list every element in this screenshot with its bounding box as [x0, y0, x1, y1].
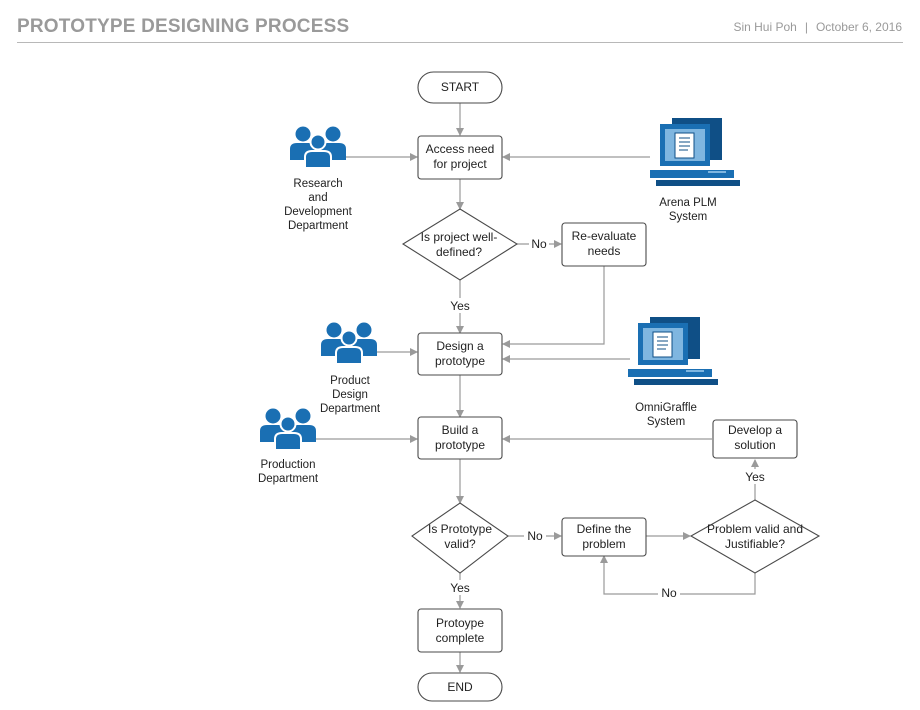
actor-product-label-2: Design	[332, 389, 368, 401]
node-valid-label-2: valid?	[444, 537, 476, 551]
node-design-label-1: Design a	[436, 339, 484, 353]
system-omni-label-2: System	[647, 416, 685, 428]
actor-production-label-2: Department	[258, 473, 319, 485]
actor-rd-label-3: Development	[284, 206, 353, 218]
header-rule	[17, 42, 903, 43]
node-prototype-valid-decision	[411, 502, 509, 574]
node-reevaluate-label-2: needs	[588, 244, 621, 258]
node-valid-label-1: Is Prototype	[428, 522, 492, 536]
node-develop-label-1: Develop a	[728, 423, 782, 437]
node-welldefined-label-2: defined?	[436, 245, 482, 259]
node-access-label-2: for project	[433, 157, 487, 171]
node-justifiable-label-1: Problem valid and	[707, 522, 803, 536]
computer-icon	[649, 117, 741, 187]
header-date: October 6, 2016	[815, 20, 902, 34]
node-define-problem	[561, 517, 647, 557]
people-group-icon	[321, 323, 377, 365]
actor-rd-label-4: Department	[288, 220, 349, 232]
node-complete-label-2: complete	[436, 631, 485, 645]
label-no-welldefined: No	[531, 237, 547, 251]
system-arena-label-2: System	[669, 211, 707, 223]
people-group-icon	[260, 409, 316, 451]
node-design-prototype	[417, 332, 503, 376]
node-re-evaluate	[561, 222, 647, 267]
node-develop-solution	[712, 419, 798, 459]
edge-labels: No Yes No Yes Yes No	[447, 236, 768, 601]
author-name: Sin Hui Poh	[733, 20, 797, 34]
node-reevaluate-label-1: Re-evaluate	[572, 229, 637, 243]
node-access-label-1: Access need	[426, 142, 495, 156]
people-group-icon	[290, 127, 346, 169]
node-define-label-1: Define the	[577, 522, 632, 536]
node-prototype-complete	[417, 608, 503, 653]
edge-reevaluate-design	[502, 266, 605, 348]
node-start-label: START	[441, 80, 480, 94]
node-end-label: END	[447, 680, 473, 694]
node-justifiable-label-2: Justifiable?	[725, 537, 785, 551]
system-omni-label-1: OmniGraffle	[635, 402, 697, 414]
page-title: PROTOTYPE DESIGNING PROCESS	[17, 16, 350, 37]
actor-product-label-1: Product	[330, 375, 370, 387]
edges	[316, 103, 759, 673]
node-justifiable-decision	[689, 499, 821, 574]
label-yes-valid: Yes	[450, 581, 470, 595]
computer-icon	[627, 316, 719, 386]
node-complete-label-1: Protoype	[436, 616, 484, 630]
system-arena-label-1: Arena PLM	[659, 197, 717, 209]
header-meta: Sin Hui Poh | October 6, 2016	[733, 20, 902, 34]
actor-rd-label-1: Research	[293, 178, 342, 190]
node-build-label-2: prototype	[435, 438, 485, 452]
node-define-label-2: problem	[582, 537, 625, 551]
node-build-label-1: Build a	[442, 423, 479, 437]
node-well-defined-decision	[401, 208, 519, 281]
node-welldefined-label-1: Is project well-	[421, 230, 498, 244]
label-no-valid: No	[527, 529, 543, 543]
node-design-label-2: prototype	[435, 354, 485, 368]
label-no-justifiable: No	[661, 586, 677, 600]
node-end	[417, 672, 503, 702]
node-access-need	[417, 135, 503, 180]
actor-product-label-3: Department	[320, 403, 381, 415]
actor-rd-label-2: and	[308, 192, 327, 204]
node-build-prototype	[417, 416, 503, 460]
header-separator: |	[804, 20, 808, 34]
label-yes-welldefined: Yes	[450, 299, 470, 313]
actor-production-label-1: Production	[261, 459, 316, 471]
label-yes-justifiable: Yes	[745, 470, 765, 484]
node-develop-label-2: solution	[734, 438, 775, 452]
node-start	[417, 71, 503, 104]
